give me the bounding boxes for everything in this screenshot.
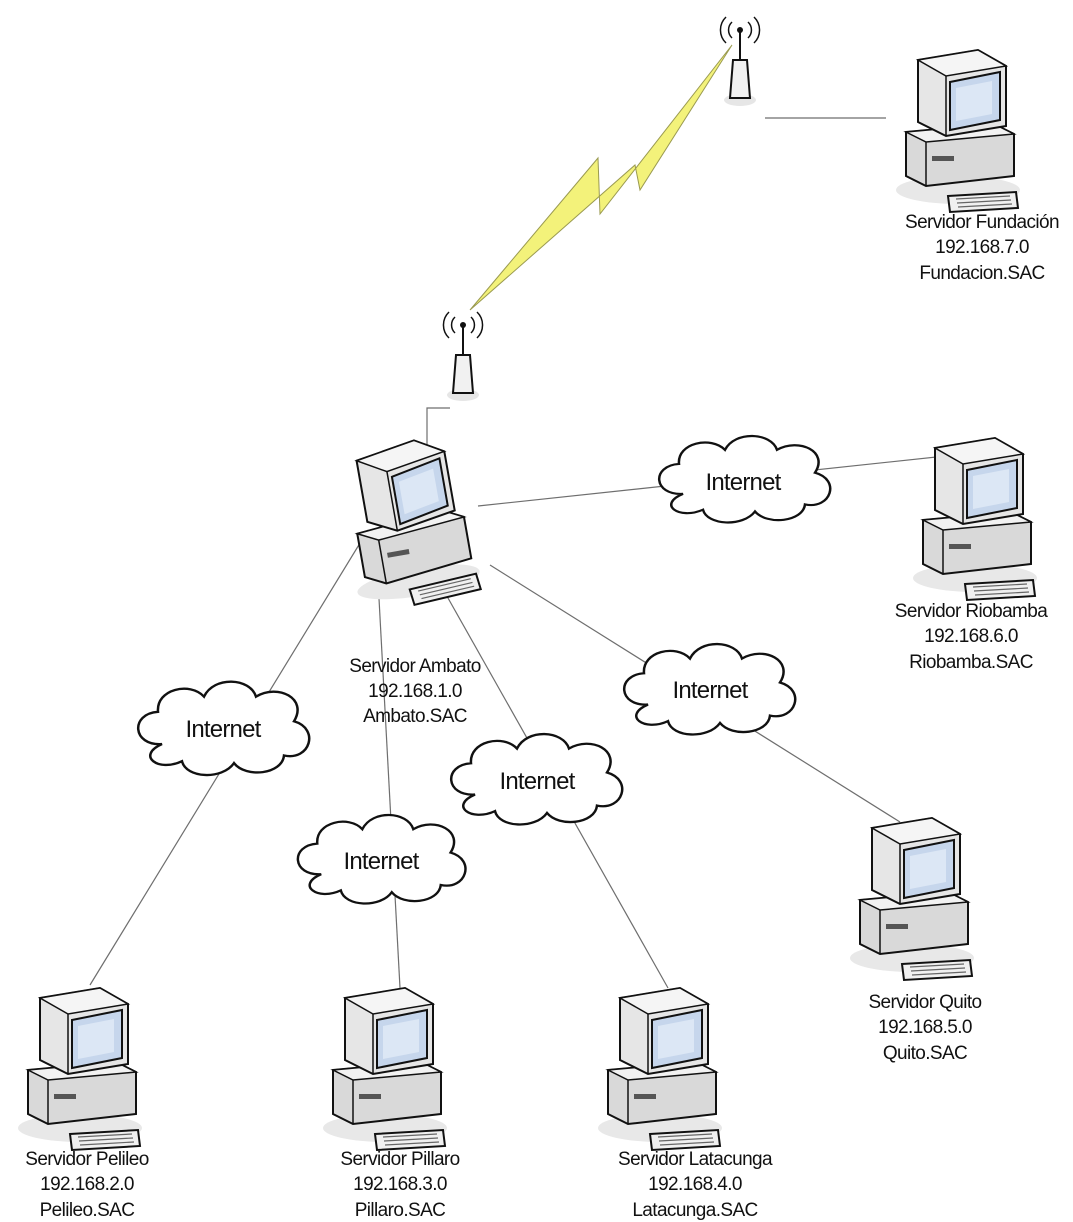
server-label-fundacion: Servidor Fundación 192.168.7.0 Fundacion… [905,212,1060,284]
computer-icon-pillaro [322,987,448,1151]
server-ip: 192.168.3.0 [353,1174,447,1195]
antenna-icon [719,16,761,107]
wireless-link-bolt [469,44,733,311]
server-ip: 192.168.6.0 [924,626,1018,647]
server-name: Servidor Latacunga [618,1149,773,1170]
server-domain: Quito.SAC [883,1043,967,1064]
server-label-riobamba: Servidor Riobamba 192.168.6.0 Riobamba.S… [895,601,1049,673]
computer-icon-latacunga [597,987,723,1151]
computer-icon-ambato [332,432,485,616]
server-domain: Pillaro.SAC [355,1200,446,1221]
server-ip: 192.168.1.0 [368,681,462,702]
cloud-label: Internet [344,848,420,875]
cloud-label: Internet [186,716,262,743]
antenna-icon [442,311,484,402]
server-name: Servidor Pelileo [25,1149,148,1170]
server-label-pillaro: Servidor Pillaro 192.168.3.0 Pillaro.SAC [340,1149,460,1221]
computer-icon-pelileo [17,987,143,1151]
server-label-pelileo: Servidor Pelileo 192.168.2.0 Pelileo.SAC [25,1149,149,1221]
server-domain: Ambato.SAC [363,706,467,727]
server-domain: Pelileo.SAC [40,1200,135,1221]
server-label-latacunga: Servidor Latacunga 192.168.4.0 Latacunga… [618,1149,774,1221]
server-domain: Fundacion.SAC [919,263,1044,284]
cloud-label: Internet [706,469,782,496]
link-ambato-pillaro [377,579,401,989]
cloud-label: Internet [500,768,576,795]
server-label-quito: Servidor Quito 192.168.5.0 Quito.SAC [868,992,982,1064]
server-name: Servidor Quito [868,992,981,1013]
computer-icon-riobamba [912,437,1038,601]
server-name: Servidor Pillaro [340,1149,459,1170]
server-name: Servidor Fundación [905,212,1059,233]
server-label-ambato: Servidor Ambato 192.168.1.0 Ambato.SAC [349,656,481,727]
server-domain: Latacunga.SAC [632,1200,757,1221]
server-domain: Riobamba.SAC [909,652,1033,673]
server-name: Servidor Riobamba [895,601,1048,622]
server-ip: 192.168.2.0 [40,1174,134,1195]
server-ip: 192.168.7.0 [935,237,1029,258]
server-name: Servidor Ambato [349,656,480,677]
computer-icon-fundacion [895,49,1021,213]
computer-icon-quito [849,817,975,981]
cloud-label: Internet [673,677,749,704]
server-ip: 192.168.4.0 [648,1174,742,1195]
server-ip: 192.168.5.0 [878,1017,972,1038]
